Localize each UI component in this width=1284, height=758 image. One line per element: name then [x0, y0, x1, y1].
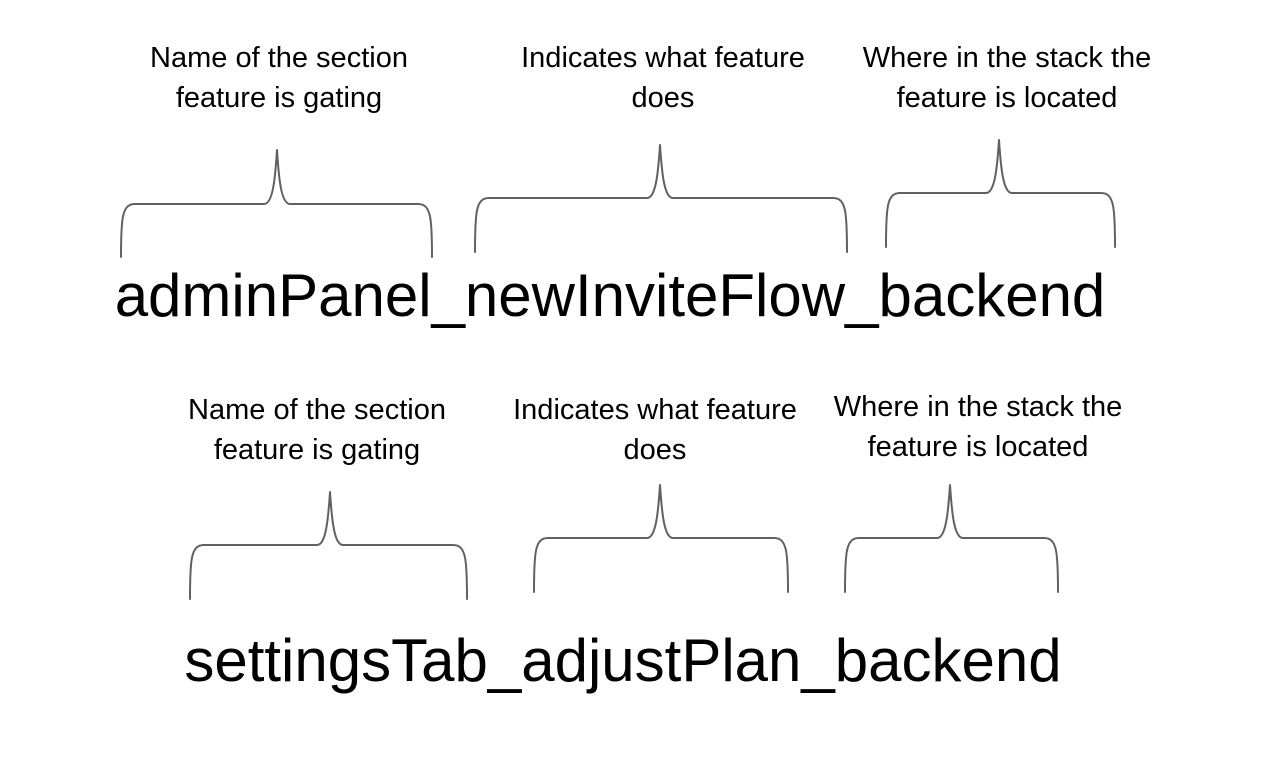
annotation-line: feature is located — [867, 431, 1089, 463]
annotation-label-feature: Indicates what feature does — [483, 38, 843, 118]
annotation-line: feature is located — [896, 82, 1118, 114]
brace-icon-stack — [844, 484, 1059, 593]
annotation-line: Name of the section — [188, 394, 446, 426]
brace-icon-feature — [474, 144, 848, 253]
annotation-label-section: Name of the section feature is gating — [99, 38, 459, 118]
annotation-line: Indicates what feature — [521, 42, 805, 74]
brace-icon-section — [189, 491, 468, 600]
annotation-label-feature: Indicates what feature does — [475, 390, 835, 470]
feature-flag-name: settingsTab_adjustPlan_backend — [184, 627, 1062, 694]
annotation-line: Indicates what feature — [513, 394, 797, 426]
annotation-line: feature is gating — [175, 82, 383, 114]
feature-flag-name: adminPanel_newInviteFlow_backend — [114, 262, 1106, 329]
annotation-line: Where in the stack the — [862, 42, 1152, 74]
annotation-line: Name of the section — [150, 42, 408, 74]
annotation-line: does — [623, 434, 687, 466]
brace-icon-stack — [885, 139, 1116, 248]
annotation-label-stack: Where in the stack the feature is locate… — [798, 387, 1158, 467]
annotation-line: Where in the stack the — [833, 391, 1123, 423]
annotation-line: does — [631, 82, 695, 114]
annotation-line: feature is gating — [213, 434, 421, 466]
annotation-label-section: Name of the section feature is gating — [137, 390, 497, 470]
brace-icon-section — [120, 149, 433, 258]
brace-icon-feature — [533, 484, 789, 593]
annotation-label-stack: Where in the stack the feature is locate… — [827, 38, 1187, 118]
